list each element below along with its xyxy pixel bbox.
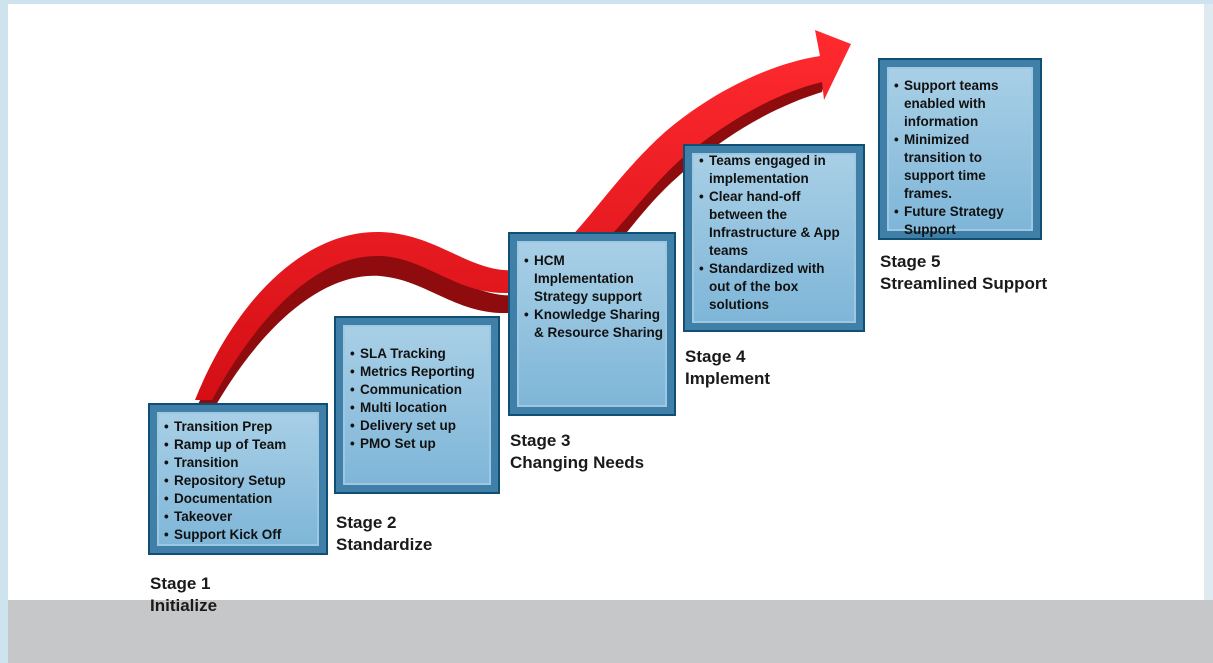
stage-number: Stage 3 xyxy=(510,431,571,450)
bullet-item: Transition xyxy=(164,454,320,472)
bullet-item: Ramp up of Team xyxy=(164,436,320,454)
bullet-item: Takeover xyxy=(164,508,320,526)
stage-2-label: Stage 2 Standardize xyxy=(336,512,432,556)
stage-5-label: Stage 5 Streamlined Support xyxy=(880,251,1047,295)
bullet-item: Documentation xyxy=(164,490,320,508)
stage-5-box: Support teams enabled with information M… xyxy=(878,58,1042,240)
stage-1-label: Stage 1 Initialize xyxy=(150,573,217,617)
stage-number: Stage 2 xyxy=(336,513,397,532)
stage-4-label: Stage 4 Implement xyxy=(685,346,770,390)
stage-4-box: Teams engaged in implementation Clear ha… xyxy=(683,144,865,332)
bullet-item: Support Kick Off xyxy=(164,526,320,544)
stage-name: Streamlined Support xyxy=(880,274,1048,293)
bullet-item: Multi location xyxy=(350,399,492,417)
stage-5-bullets: Support teams enabled with information M… xyxy=(894,77,1030,239)
bullet-item: Future Strategy Support xyxy=(894,203,1030,239)
stage-name: Initialize xyxy=(150,596,218,615)
stage-3-box: HCM Implementation Strategy support Know… xyxy=(508,232,676,416)
stage-2-bullets: SLA Tracking Metrics Reporting Communica… xyxy=(350,345,492,453)
stage-name: Implement xyxy=(685,369,771,388)
stage-name: Changing Needs xyxy=(510,453,645,472)
bullet-item: Delivery set up xyxy=(350,417,492,435)
bullet-item: Metrics Reporting xyxy=(350,363,492,381)
bullet-item: PMO Set up xyxy=(350,435,492,453)
stage-2-box: SLA Tracking Metrics Reporting Communica… xyxy=(334,316,500,494)
stage-1-box: Transition Prep Ramp up of Team Transiti… xyxy=(148,403,328,555)
right-edge-strip xyxy=(1204,4,1213,600)
stage-4-bullets: Teams engaged in implementation Clear ha… xyxy=(699,152,849,314)
stage-3-label: Stage 3 Changing Needs xyxy=(510,430,644,474)
stage-number: Stage 5 xyxy=(880,252,941,271)
stage-3-bullets: HCM Implementation Strategy support Know… xyxy=(524,252,664,342)
bullet-item: SLA Tracking xyxy=(350,345,492,363)
footer-band xyxy=(8,600,1213,663)
arrow-body xyxy=(195,30,851,400)
stage-1-bullets: Transition Prep Ramp up of Team Transiti… xyxy=(164,418,320,544)
stage-number: Stage 4 xyxy=(685,347,746,366)
bullet-item: Transition Prep xyxy=(164,418,320,436)
bullet-item: HCM Implementation Strategy support xyxy=(524,252,664,306)
bullet-item: Support teams enabled with information xyxy=(894,77,1030,131)
stage-name: Standardize xyxy=(336,535,433,554)
bullet-item: Minimized transition to support time fra… xyxy=(894,131,1030,203)
stage-number: Stage 1 xyxy=(150,574,211,593)
bullet-item: Teams engaged in implementation xyxy=(699,152,849,188)
bullet-item: Communication xyxy=(350,381,492,399)
bullet-item: Knowledge Sharing & Resource Sharing xyxy=(524,306,664,342)
bullet-item: Clear hand-off between the Infrastructur… xyxy=(699,188,849,260)
bullet-item: Repository Setup xyxy=(164,472,320,490)
bullet-item: Standardized with out of the box solutio… xyxy=(699,260,849,314)
